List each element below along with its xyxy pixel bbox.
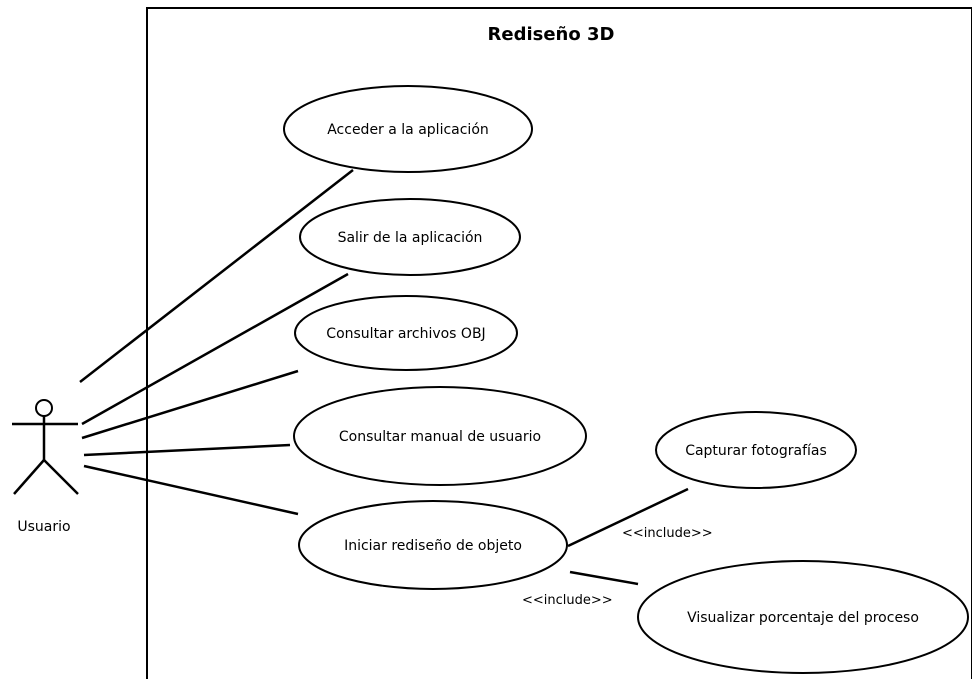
- use-case-acceder-label: Acceder a la aplicación: [327, 122, 489, 138]
- association-salir: [81, 272, 349, 426]
- association-consultar-manual: [83, 443, 291, 457]
- association-acceder: [79, 169, 354, 383]
- use-case-consultar-obj-label: Consultar archivos OBJ: [326, 326, 485, 342]
- actor-usuario[interactable]: Usuario: [12, 399, 79, 535]
- include-label-visualizar: <<include>>: [522, 593, 613, 608]
- actor-stick-figure-icon: [12, 399, 79, 495]
- use-case-salir-label: Salir de la aplicación: [338, 230, 483, 246]
- use-case-visualizar[interactable]: Visualizar porcentaje del proceso: [637, 560, 969, 674]
- use-case-iniciar[interactable]: Iniciar rediseño de objeto: [298, 500, 568, 590]
- associations: [79, 169, 354, 516]
- use-case-iniciar-label: Iniciar rediseño de objeto: [344, 538, 522, 554]
- use-case-consultar-manual-label: Consultar manual de usuario: [339, 429, 541, 445]
- use-case-consultar-manual[interactable]: Consultar manual de usuario: [293, 386, 587, 486]
- association-iniciar: [83, 464, 299, 516]
- include-label-capturar: <<include>>: [622, 526, 713, 541]
- use-case-acceder[interactable]: Acceder a la aplicación: [283, 85, 533, 173]
- use-case-salir[interactable]: Salir de la aplicación: [299, 198, 521, 276]
- use-case-consultar-obj[interactable]: Consultar archivos OBJ: [294, 295, 518, 371]
- use-case-capturar-label: Capturar fotografías: [685, 443, 827, 459]
- system-title: Rediseño 3D: [488, 24, 615, 45]
- include-relations: <<include>> <<include>>: [522, 487, 713, 608]
- include-line-visualizar: [569, 570, 639, 586]
- use-case-visualizar-label: Visualizar porcentaje del proceso: [687, 610, 919, 626]
- include-line-capturar: [567, 487, 689, 548]
- use-case-capturar[interactable]: Capturar fotografías: [655, 411, 857, 489]
- association-consultar-obj: [81, 369, 299, 440]
- actor-label: Usuario: [17, 519, 70, 535]
